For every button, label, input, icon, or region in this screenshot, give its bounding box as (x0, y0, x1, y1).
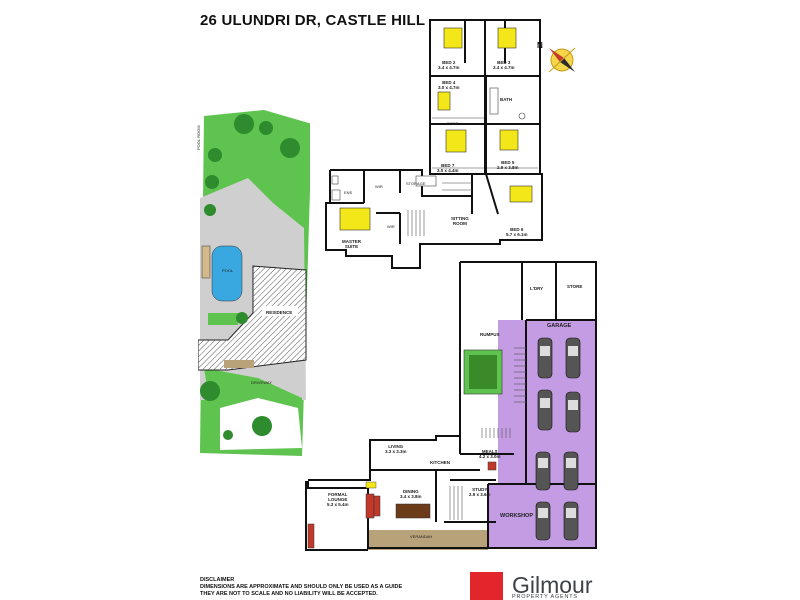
brand-tagline: PROPERTY AGENTS (512, 594, 578, 600)
garage-label: GARAGE (547, 323, 572, 329)
pool-room-label: POOL ROOM (196, 125, 201, 150)
master-suite-label: MASTER SUITE (342, 239, 361, 249)
disclaimer-line-2: THEY ARE NOT TO SCALE AND NO LIABILITY W… (200, 591, 378, 597)
compass-icon: N (537, 41, 576, 73)
verandah-label: VERANDAH (410, 534, 433, 539)
kitchen-label: KITCHEN (430, 460, 450, 465)
wir-label-1: WIR (375, 184, 383, 189)
sitting-room-label: SITTING ROOM (451, 216, 469, 226)
disclaimer-heading: DISCLAIMER (200, 577, 235, 583)
robe-label: ROBE (447, 121, 459, 126)
driveway-label: DRIVEWAY (251, 380, 272, 385)
upper-floor-plan (325, 19, 543, 269)
rumpus-label: RUMPUS (480, 332, 500, 337)
page-title: 26 ULUNDRI DR, CASTLE HILL (200, 12, 426, 29)
storage-label: STORAGE (406, 181, 426, 186)
brand-name: Gilmour (512, 572, 593, 598)
brand-mark (470, 572, 503, 600)
workshop-label: WORKSHOP (500, 513, 533, 519)
store-label: STORE (567, 284, 583, 289)
disclaimer-line-1: DIMENSIONS ARE APPROXIMATE AND SHOULD ON… (200, 584, 403, 590)
ens-label: ENS (344, 190, 353, 195)
ldry-label: L'DRY (530, 286, 544, 291)
pool-label: POOL (222, 268, 234, 273)
wir-label-2: WIR (387, 224, 395, 229)
site-plan (198, 110, 310, 456)
ground-floor-plan (305, 261, 597, 551)
bath-label: BATH (500, 97, 513, 102)
disclaimer: DISCLAIMER DIMENSIONS ARE APPROXIMATE AN… (200, 577, 402, 598)
residence-label: RESIDENCE (264, 310, 295, 315)
